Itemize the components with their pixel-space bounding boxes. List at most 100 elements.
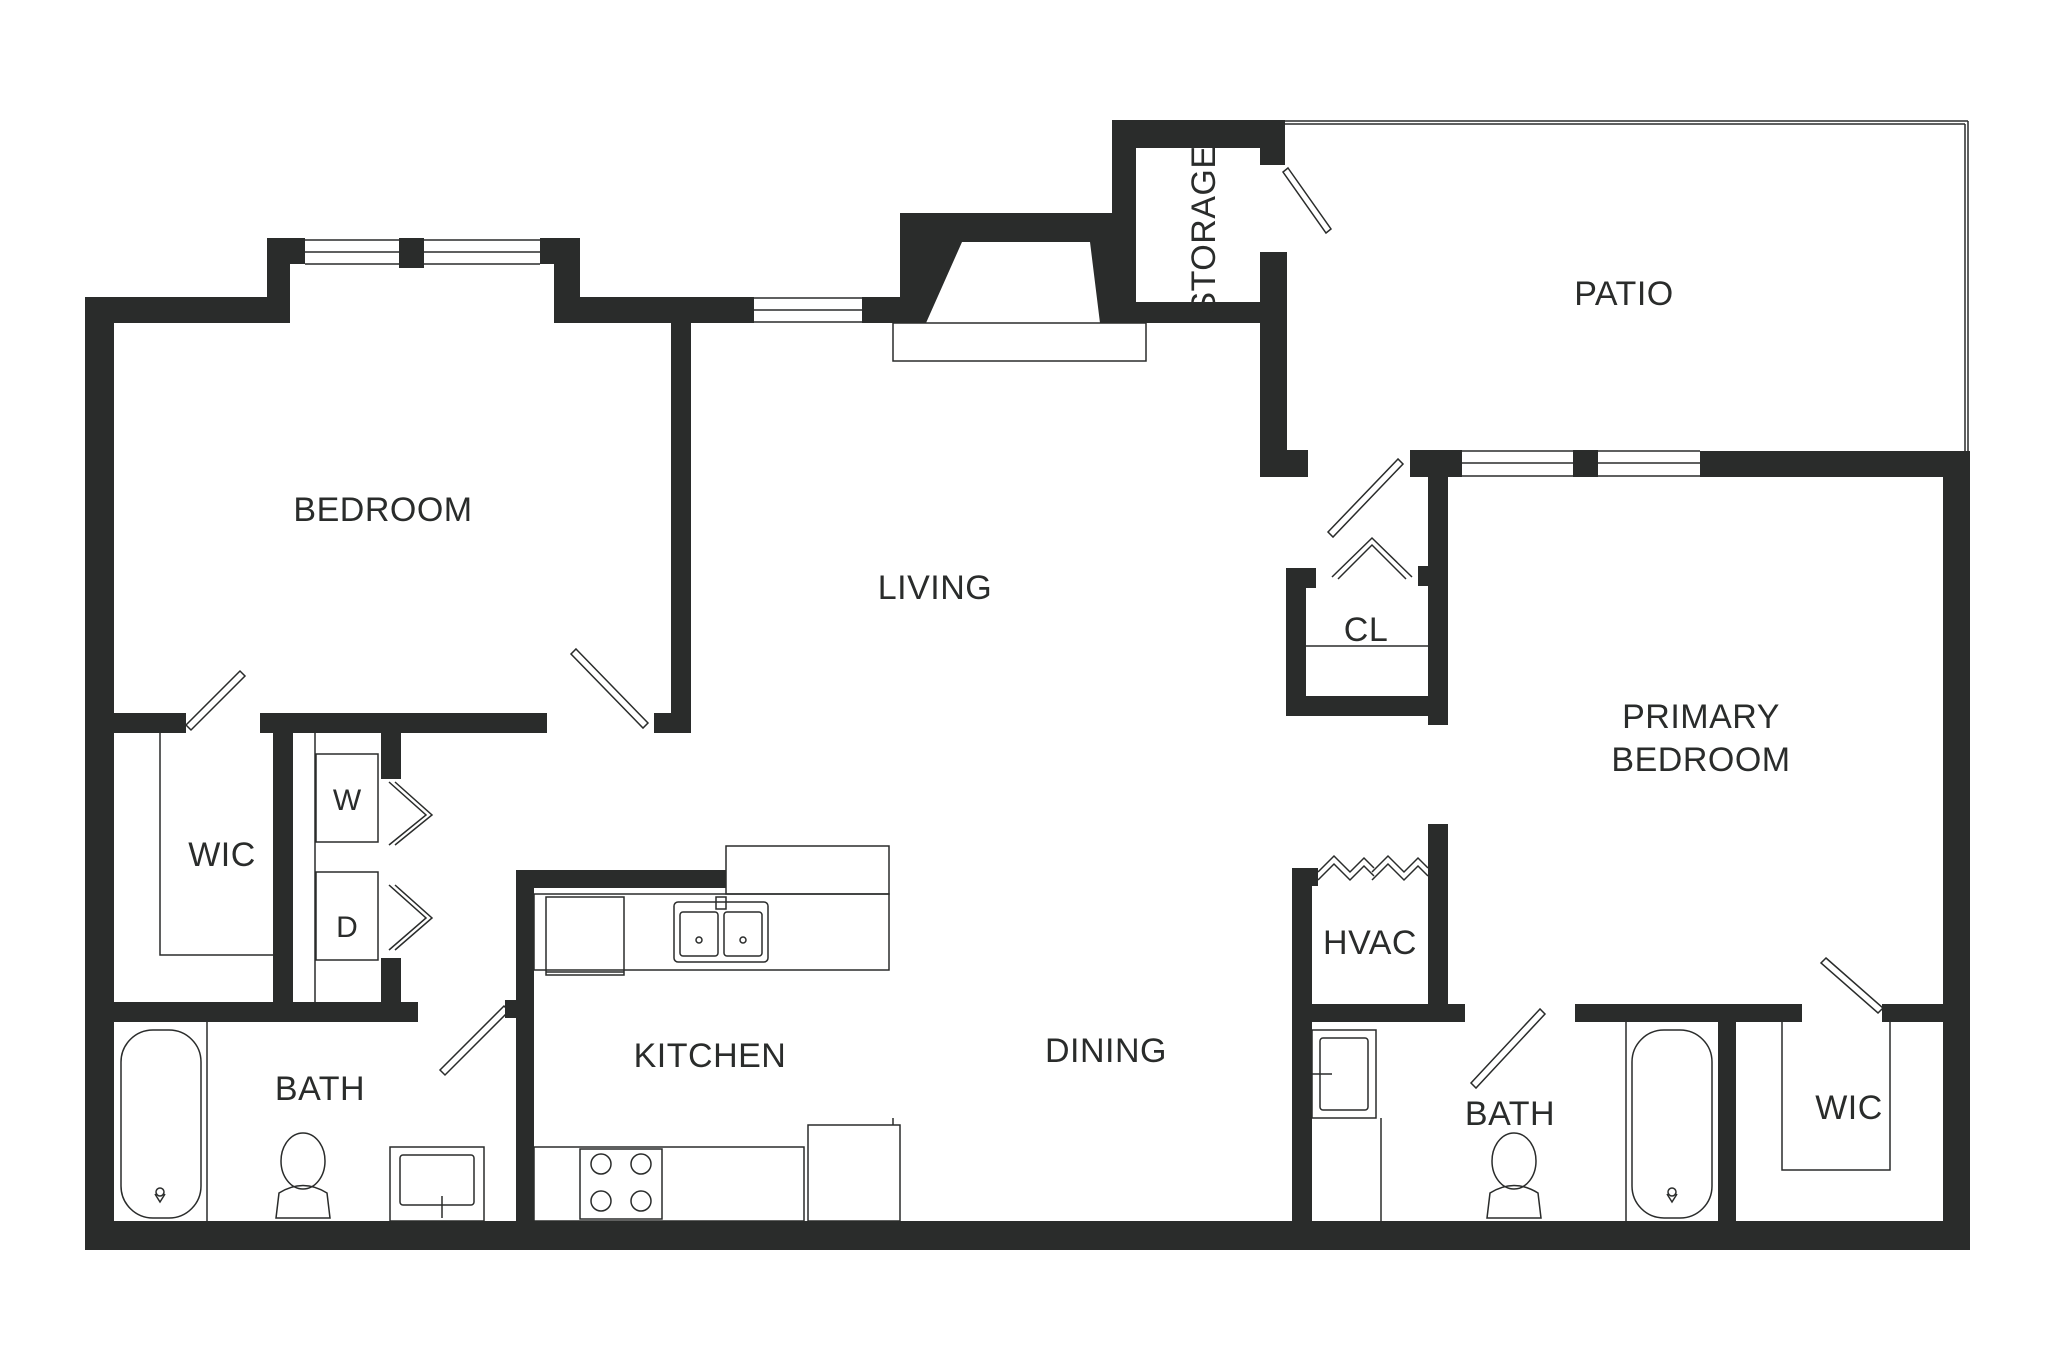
wall-primary-north-mullion	[1573, 450, 1598, 477]
walls	[85, 120, 1970, 1250]
burner	[590, 1190, 612, 1212]
kitchen-sink-basin-left	[679, 911, 719, 957]
label-closet: CL	[1344, 611, 1388, 649]
laundry-appliances	[315, 753, 379, 961]
range	[579, 1148, 663, 1220]
wall-wic-left-east	[273, 733, 293, 1003]
label-bath-right: BATH	[1465, 1095, 1555, 1133]
wall-wic-right-north	[1882, 1004, 1970, 1022]
window-bay-left	[305, 239, 399, 265]
window-bay-right	[424, 239, 540, 265]
door-laundry-bifold	[388, 781, 434, 951]
bathtub-left	[120, 1029, 202, 1219]
bathtub-right	[1631, 1029, 1713, 1219]
label-dryer: D	[336, 911, 358, 944]
burner	[630, 1153, 652, 1175]
label-patio: PATIO	[1574, 275, 1673, 313]
wall-hvac-south	[1292, 1004, 1465, 1022]
wall-cl-east	[1428, 450, 1448, 725]
burner	[630, 1190, 652, 1212]
wall-storage-right-top	[1260, 120, 1285, 165]
wall-west	[85, 297, 114, 1250]
label-primary-bedroom-2: BEDROOM	[1611, 741, 1790, 779]
wall-bath-right-north	[1575, 1004, 1802, 1022]
label-storage: STORAGE	[1185, 145, 1223, 314]
door-bedroom	[569, 647, 650, 730]
wall-hvac-west-cap	[1292, 868, 1318, 886]
wall-bedroom-south-left	[114, 713, 186, 733]
refrigerator	[545, 896, 625, 976]
washer-box	[315, 753, 379, 843]
wall-cl-south	[1286, 696, 1446, 716]
bath-right-fixtures	[1311, 1022, 1713, 1221]
kitchen-counter-bottom	[533, 1146, 805, 1222]
fireplace-enclosure	[862, 120, 1285, 323]
kitchen-fixtures	[533, 845, 901, 1222]
wall-laundry-east-top	[381, 733, 401, 779]
door-wic-right	[1819, 956, 1885, 1015]
door-bath-left	[438, 1004, 511, 1077]
label-hvac: HVAC	[1323, 924, 1417, 962]
wall-primary-north-right	[1700, 451, 1970, 477]
wall-patio-left	[1260, 252, 1287, 477]
wall-cl-east-top	[1410, 450, 1448, 477]
bath-left-fixtures	[120, 1022, 485, 1222]
dryer-box	[315, 871, 379, 961]
door-bath-right	[1469, 1007, 1547, 1090]
door-cl-bifold	[1331, 536, 1413, 580]
shelving	[159, 645, 1891, 1171]
wic-left-shelf	[159, 733, 273, 956]
window-primary-left	[1462, 450, 1573, 477]
wall-cl-west	[1286, 568, 1306, 716]
wall-bay-mullion	[399, 238, 424, 268]
door-hvac-bifold	[1317, 854, 1429, 882]
wic-right-shelf	[1781, 1022, 1891, 1171]
wall-bath-wic-divider	[1718, 1004, 1736, 1230]
wall-bay-corner-left	[267, 238, 305, 264]
sink-left	[399, 1154, 475, 1206]
wall-kitchen-west-stub	[505, 1000, 534, 1018]
fireplace-hearth	[892, 322, 1147, 362]
kitchen-sink-basin-right	[723, 911, 763, 957]
door-patio	[1326, 457, 1405, 539]
wall-laundry-east-bottom	[381, 958, 401, 1005]
wall-kitchen-west	[516, 870, 534, 1230]
label-kitchen: KITCHEN	[634, 1037, 787, 1075]
label-wic-left: WIC	[188, 836, 256, 874]
toilet-left	[280, 1132, 326, 1190]
window-primary-right	[1598, 450, 1700, 477]
wall-hvac-west	[1292, 868, 1312, 1230]
wall-east	[1943, 451, 1970, 1250]
door-storage	[1281, 166, 1333, 235]
label-washer: W	[333, 784, 362, 817]
wall-top-mid	[554, 297, 754, 323]
toilet-right	[1491, 1132, 1537, 1190]
patio-outline	[1285, 120, 1969, 452]
label-bedroom: BEDROOM	[293, 491, 472, 529]
wall-bedroom-east	[671, 323, 691, 733]
wall-storage-bottom	[1112, 302, 1272, 323]
label-wic-right: WIC	[1815, 1089, 1883, 1127]
window-living	[754, 297, 862, 323]
burner	[590, 1153, 612, 1175]
wall-patio-left-foot	[1260, 450, 1308, 477]
kitchen-counter-top	[533, 893, 890, 971]
wall-hvac-east	[1428, 824, 1448, 1022]
label-living: LIVING	[878, 569, 992, 607]
wall-cl-east-stub	[1418, 566, 1448, 586]
dishwasher	[807, 1124, 901, 1222]
room-labels: BEDROOM LIVING STORAGE PATIO CL PRIMARY …	[188, 145, 1883, 1133]
vanity-left	[389, 1146, 485, 1222]
wall-cl-west-cap	[1286, 568, 1316, 588]
door-wic-left	[184, 669, 247, 732]
windows	[305, 239, 1700, 477]
wall-bedroom-south-right	[260, 713, 547, 733]
label-primary-bedroom-1: PRIMARY	[1622, 698, 1780, 736]
label-bath-left: BATH	[275, 1070, 365, 1108]
label-dining: DINING	[1045, 1032, 1167, 1070]
wall-bath-left-north	[114, 1002, 418, 1022]
wall-bedroom-east-stub	[654, 713, 691, 733]
kitchen-sink	[673, 901, 769, 963]
wall-south	[85, 1221, 1970, 1250]
